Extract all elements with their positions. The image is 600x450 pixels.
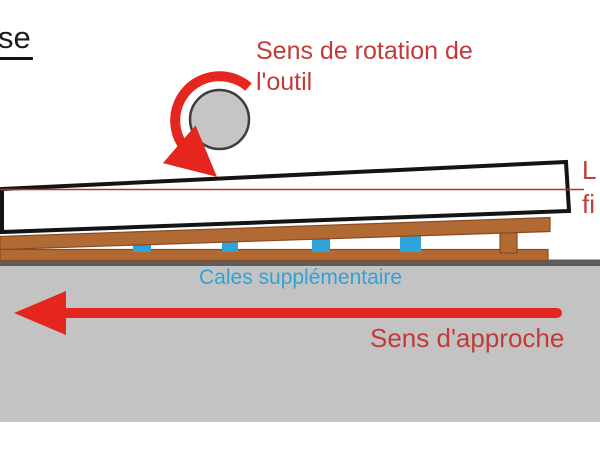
table-top-edge bbox=[0, 259, 600, 266]
finish-line-label: L fi bbox=[582, 155, 597, 219]
approach-arrow-shaft bbox=[62, 308, 562, 318]
approach-arrow-head-icon bbox=[14, 291, 66, 335]
shim-4 bbox=[400, 234, 421, 252]
shims-label: Cales supplémentaire bbox=[199, 266, 403, 289]
approach-direction-label: Sens d'approche bbox=[370, 323, 565, 353]
table-surface bbox=[0, 266, 600, 422]
cutter-tool-circle bbox=[188, 88, 251, 151]
rotation-direction-label: Sens de rotation de l'outil bbox=[256, 37, 473, 96]
page-title-fragment: se bbox=[0, 20, 33, 60]
shim-3 bbox=[312, 237, 330, 252]
workpiece-board bbox=[0, 159, 572, 235]
shim-1 bbox=[133, 244, 151, 252]
sled-lower-plank bbox=[0, 248, 549, 262]
rotation-arrow-icon bbox=[162, 71, 252, 177]
shim-2 bbox=[222, 240, 238, 252]
sled-upper-plank bbox=[0, 216, 551, 251]
